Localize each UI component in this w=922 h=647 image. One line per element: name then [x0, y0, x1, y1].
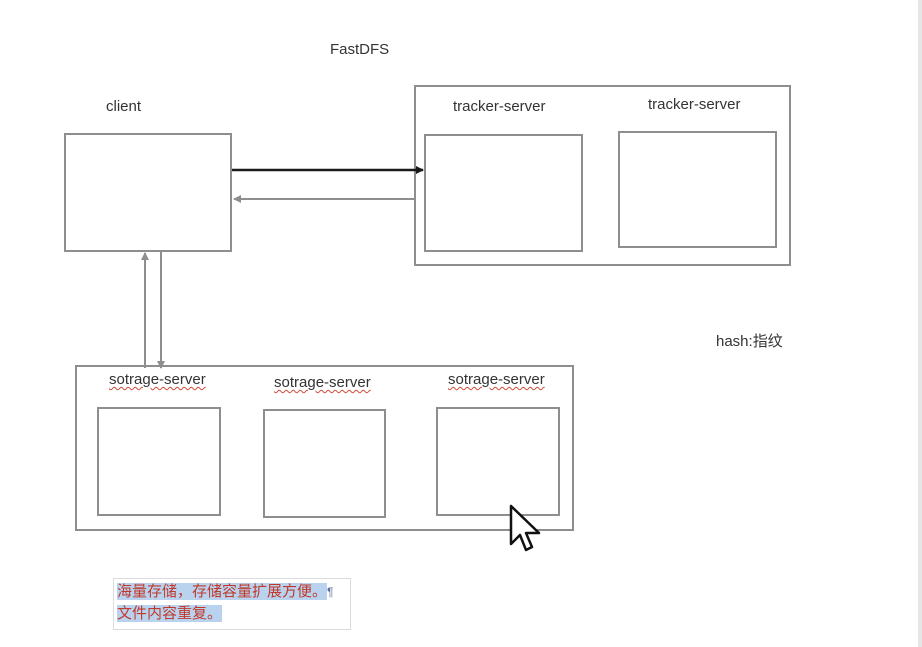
note-line-2: 文件内容重复。 — [117, 603, 347, 625]
mouse-pointer-icon — [509, 504, 541, 552]
hash-note: hash:指纹 — [716, 333, 783, 350]
note-textbox[interactable]: 海量存储，存储容量扩展方便。¶ 文件内容重复。 — [113, 578, 351, 630]
page-edge — [918, 0, 922, 647]
tracker-server-label-1: tracker-server — [453, 98, 546, 115]
diagram-title: FastDFS — [330, 41, 390, 58]
storage-server-box-2 — [263, 409, 386, 518]
note-line-2-text: 文件内容重复。 — [117, 605, 223, 622]
storage-server-box-1 — [97, 407, 221, 516]
client-box — [64, 133, 232, 252]
tracker-server-box-2 — [618, 131, 777, 248]
storage-group-box — [75, 365, 574, 531]
pilcrow-icon: ¶ — [327, 585, 334, 599]
client-label: client — [106, 98, 142, 115]
storage-server-box-3 — [436, 407, 560, 516]
tracker-group-box — [414, 85, 791, 266]
storage-server-label-2: sotrage-server — [274, 374, 371, 391]
note-line-1-text: 海量存储，存储容量扩展方便。 — [117, 583, 328, 600]
tracker-server-label-2: tracker-server — [648, 96, 741, 113]
tracker-server-box-1 — [424, 134, 583, 252]
storage-server-label-1: sotrage-server — [109, 371, 206, 388]
note-line-1: 海量存储，存储容量扩展方便。¶ — [117, 581, 347, 603]
storage-server-label-3: sotrage-server — [448, 371, 545, 388]
